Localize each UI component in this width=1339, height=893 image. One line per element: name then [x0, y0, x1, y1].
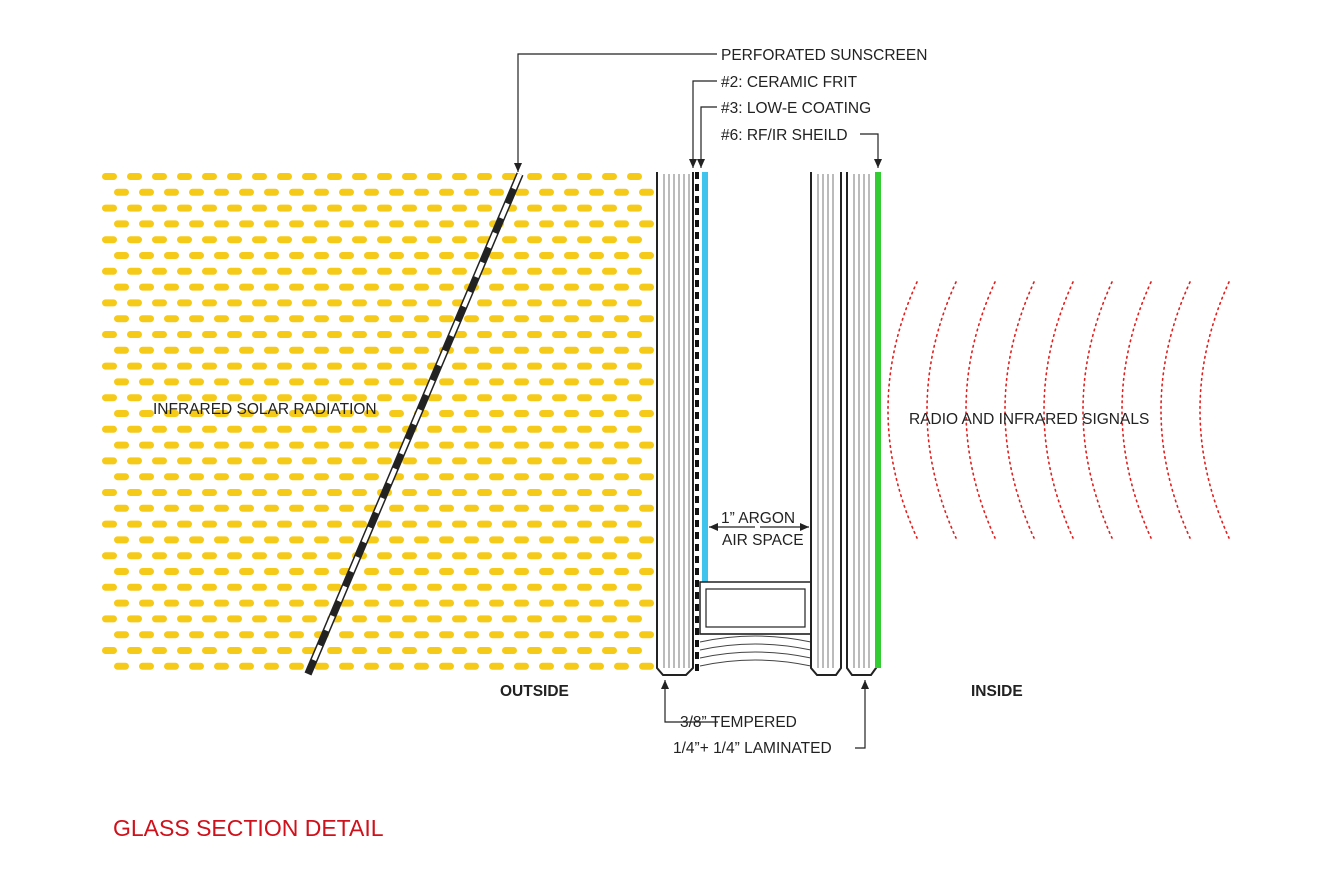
ceramic-frit-label: #2: CERAMIC FRIT — [721, 74, 858, 91]
spacer-seal — [699, 581, 812, 667]
perforated-sunscreen — [304, 172, 524, 676]
rf-ir-shield-layer — [875, 172, 881, 668]
outside-label: OUTSIDE — [500, 683, 569, 700]
argon-label-line1: 1” ARGON — [721, 510, 795, 527]
rf-ir-shield-label: #6: RF/IR SHEILD — [721, 127, 848, 144]
infrared-solar-radiation-label: INFRARED SOLAR RADIATION — [153, 401, 377, 418]
low-e-coating-layer — [702, 172, 708, 582]
tempered-label: 3/8” TEMPERED — [680, 714, 797, 731]
outer-tempered-lite — [656, 172, 694, 676]
inner-laminated-lite — [810, 172, 877, 676]
leader-lines — [514, 53, 882, 749]
radio-infrared-signals-label: RADIO AND INFRARED SIGNALS — [909, 411, 1149, 428]
low-e-coating-label: #3: LOW-E COATING — [721, 100, 871, 117]
perforated-sunscreen-label: PERFORATED SUNSCREEN — [721, 47, 927, 64]
laminated-label: 1/4”+ 1/4” LAMINATED — [673, 740, 832, 757]
diagram-title: GLASS SECTION DETAIL — [113, 815, 384, 841]
radio-infrared-signal-arcs — [887, 281, 1230, 539]
infrared-radiation-pattern — [102, 173, 654, 670]
inside-label: INSIDE — [971, 683, 1023, 700]
argon-label-line2: AIR SPACE — [722, 532, 804, 549]
